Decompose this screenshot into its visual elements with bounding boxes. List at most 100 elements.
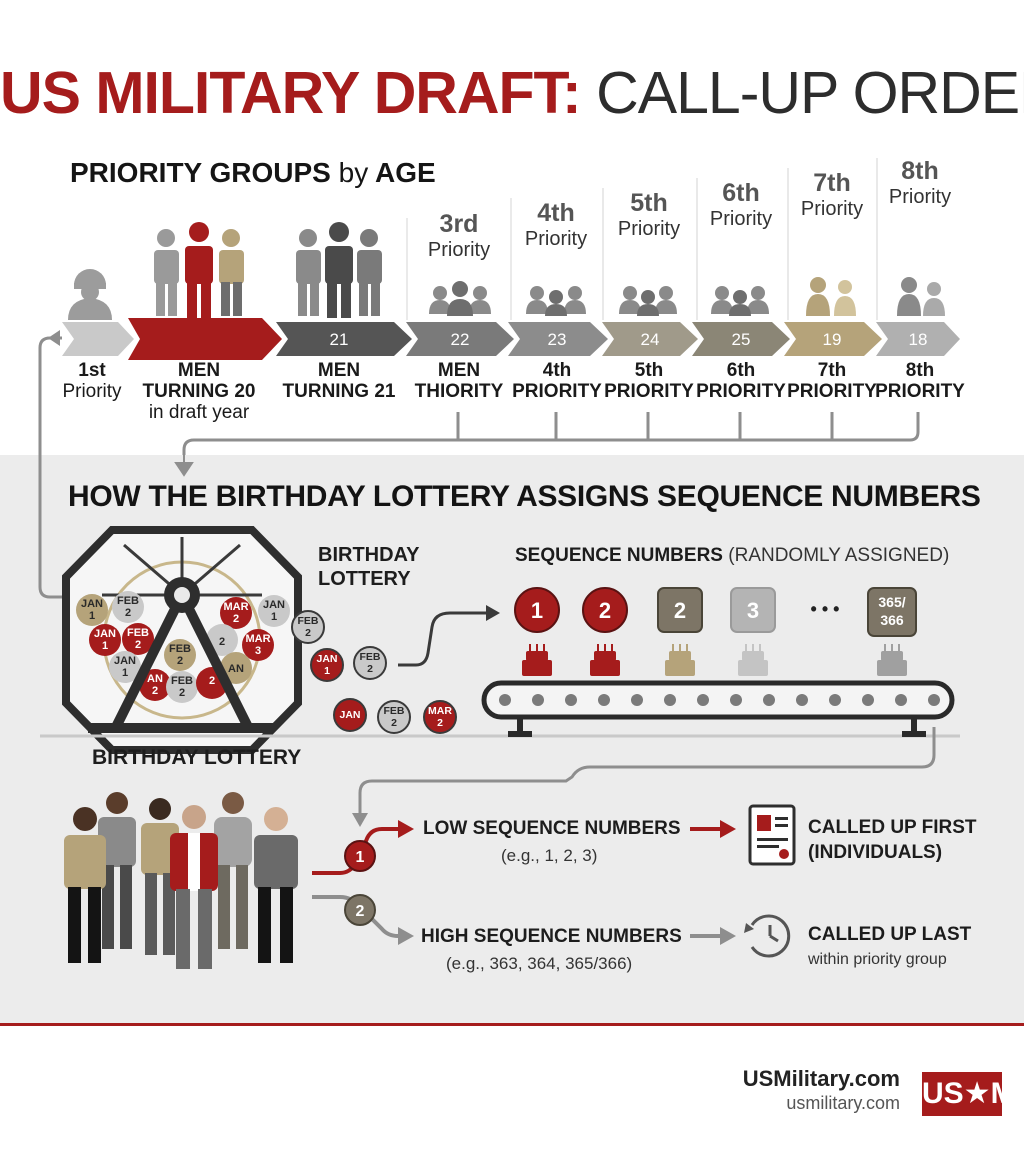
ball-label: JAN: [263, 599, 285, 611]
ball-label: JAN: [114, 655, 136, 667]
registrants-group-icon: [64, 792, 298, 969]
group-label-turning-21: MEN TURNING 21: [276, 360, 402, 402]
ball-label: AN: [228, 663, 244, 675]
priority-word: Priority: [888, 186, 952, 208]
priority-label-6th: 6th Priority: [694, 179, 788, 231]
sequence-heading-note: (RANDOMLY ASSIGNED): [728, 545, 950, 566]
ball-label: FEB: [298, 615, 319, 627]
ball-label: 2: [437, 717, 443, 729]
group-line1: 5th: [634, 360, 664, 381]
group-connector-lines: [182, 412, 920, 455]
ball-label: 1: [89, 610, 95, 622]
age-arrow-21: [276, 322, 412, 356]
group-icon-5th: [619, 286, 677, 316]
sequence-token-part: 365/: [878, 594, 905, 610]
low-result-arrowhead: [720, 820, 736, 838]
priority-label-3rd: 3rd Priority: [410, 210, 508, 262]
column-dividers: [406, 158, 878, 320]
result-line2: (INDIVIDUALS): [808, 842, 943, 863]
high-sequence-label: HIGH SEQUENCE NUMBERS: [421, 926, 682, 947]
ball-label: MAR: [223, 601, 248, 613]
connector-arrowhead: [174, 455, 194, 477]
group-line1: 6th: [726, 360, 756, 381]
group-label-turning-20: MEN TURNING 20 in draft year: [134, 360, 264, 423]
cake-icon: [665, 644, 695, 676]
age-numbers: 21 22 23 24 25 19 18: [330, 330, 928, 349]
group-line1: 7th: [817, 360, 847, 381]
ball-label: 2: [305, 627, 311, 639]
age-arrow-19: [784, 322, 882, 356]
group-line1: MEN: [437, 360, 481, 381]
ball-label: 2: [233, 613, 239, 625]
brand-name: USMilitary.com: [742, 1066, 900, 1091]
sequence-heading: SEQUENCE NUMBERS (RANDOMLY ASSIGNED): [515, 545, 949, 567]
ball-label: FEB: [360, 651, 381, 663]
ball-label: 2: [152, 685, 158, 697]
result-line1: CALLED UP FIRST: [808, 817, 977, 838]
group-icon-8th: [897, 277, 945, 316]
ball-label: 2: [135, 639, 141, 651]
age-arrow-22: [406, 322, 514, 356]
sequence-ellipsis: • • •: [811, 599, 840, 619]
cake-icon: [738, 644, 768, 676]
usmilitary-logo: US★M: [922, 1072, 1016, 1116]
brand-url[interactable]: usmilitary.com: [786, 1093, 900, 1113]
group-line1: 1st: [78, 360, 106, 381]
cake-icon: [877, 644, 907, 676]
page-title: US MILITARY DRAFT: CALL-UP ORDER: [0, 58, 1024, 128]
ball-label: 1: [122, 667, 128, 679]
cake-icon: [522, 644, 552, 676]
age-label: 23: [548, 330, 567, 349]
cake-icon: [590, 644, 620, 676]
priority-ordinal: 7th: [813, 169, 851, 197]
priority-ordinal: 8th: [901, 157, 939, 185]
ball-label: MAR: [428, 705, 452, 717]
high-sequence-example: (e.g., 363, 364, 365/366): [446, 954, 633, 973]
age-label: 25: [732, 330, 751, 349]
age-label: 19: [823, 330, 842, 349]
priority-diagram: 21 22 23 24 25 19 18: [38, 158, 960, 455]
group-line2: PRIORITY: [787, 381, 877, 402]
priority-heading-by: by: [338, 157, 369, 188]
priority-heading: PRIORITY GROUPS by AGE: [70, 157, 436, 189]
outcome-connector: [358, 727, 936, 815]
ball-label: 2: [179, 687, 185, 699]
ball-label: AN: [147, 673, 163, 685]
ball-label: 2: [391, 717, 397, 729]
priority-label-5th: 5th Priority: [602, 189, 696, 241]
age-label: 24: [641, 330, 660, 349]
sequence-token: 1: [531, 598, 543, 623]
age-label: 22: [451, 330, 470, 349]
group-line2: TURNING 21: [282, 381, 396, 402]
sequence-token: 2: [599, 598, 611, 623]
group-line2: TURNING 20: [142, 381, 256, 402]
age-label: 18: [909, 330, 928, 349]
sequence-token-part: 366: [880, 612, 904, 628]
priority-label-7th: 7th Priority: [786, 169, 878, 221]
high-result-arrowhead: [720, 927, 736, 945]
sequence-heading-bold: SEQUENCE NUMBERS: [515, 545, 723, 566]
ball-label: 2: [209, 675, 215, 687]
age-arrow-25: [692, 322, 790, 356]
ball-label: JAN: [81, 598, 103, 610]
priority-word: Priority: [709, 208, 773, 230]
ball-label: 3: [255, 645, 261, 657]
ball-label: 2: [219, 636, 225, 648]
ball-label: 2: [177, 655, 183, 667]
ball-label: JAN: [316, 653, 337, 665]
draft-notice-icon: [748, 804, 796, 866]
priority-label-4th: 4th Priority: [510, 199, 602, 251]
high-branch-arrowhead: [398, 927, 414, 945]
priority-word: Priority: [524, 228, 588, 250]
step-number: 2: [356, 903, 365, 920]
ball-label: 2: [367, 663, 373, 675]
ball-label: FEB: [127, 627, 149, 639]
ball-label: 1: [271, 611, 277, 623]
loop-arrowhead: [48, 330, 60, 346]
soldier-icon: [68, 269, 112, 320]
low-sequence-example: (e.g., 1, 2, 3): [501, 846, 598, 865]
outcome-connector-arrowhead: [352, 813, 368, 827]
lottery-label-line1: BIRTHDAY: [318, 544, 420, 566]
